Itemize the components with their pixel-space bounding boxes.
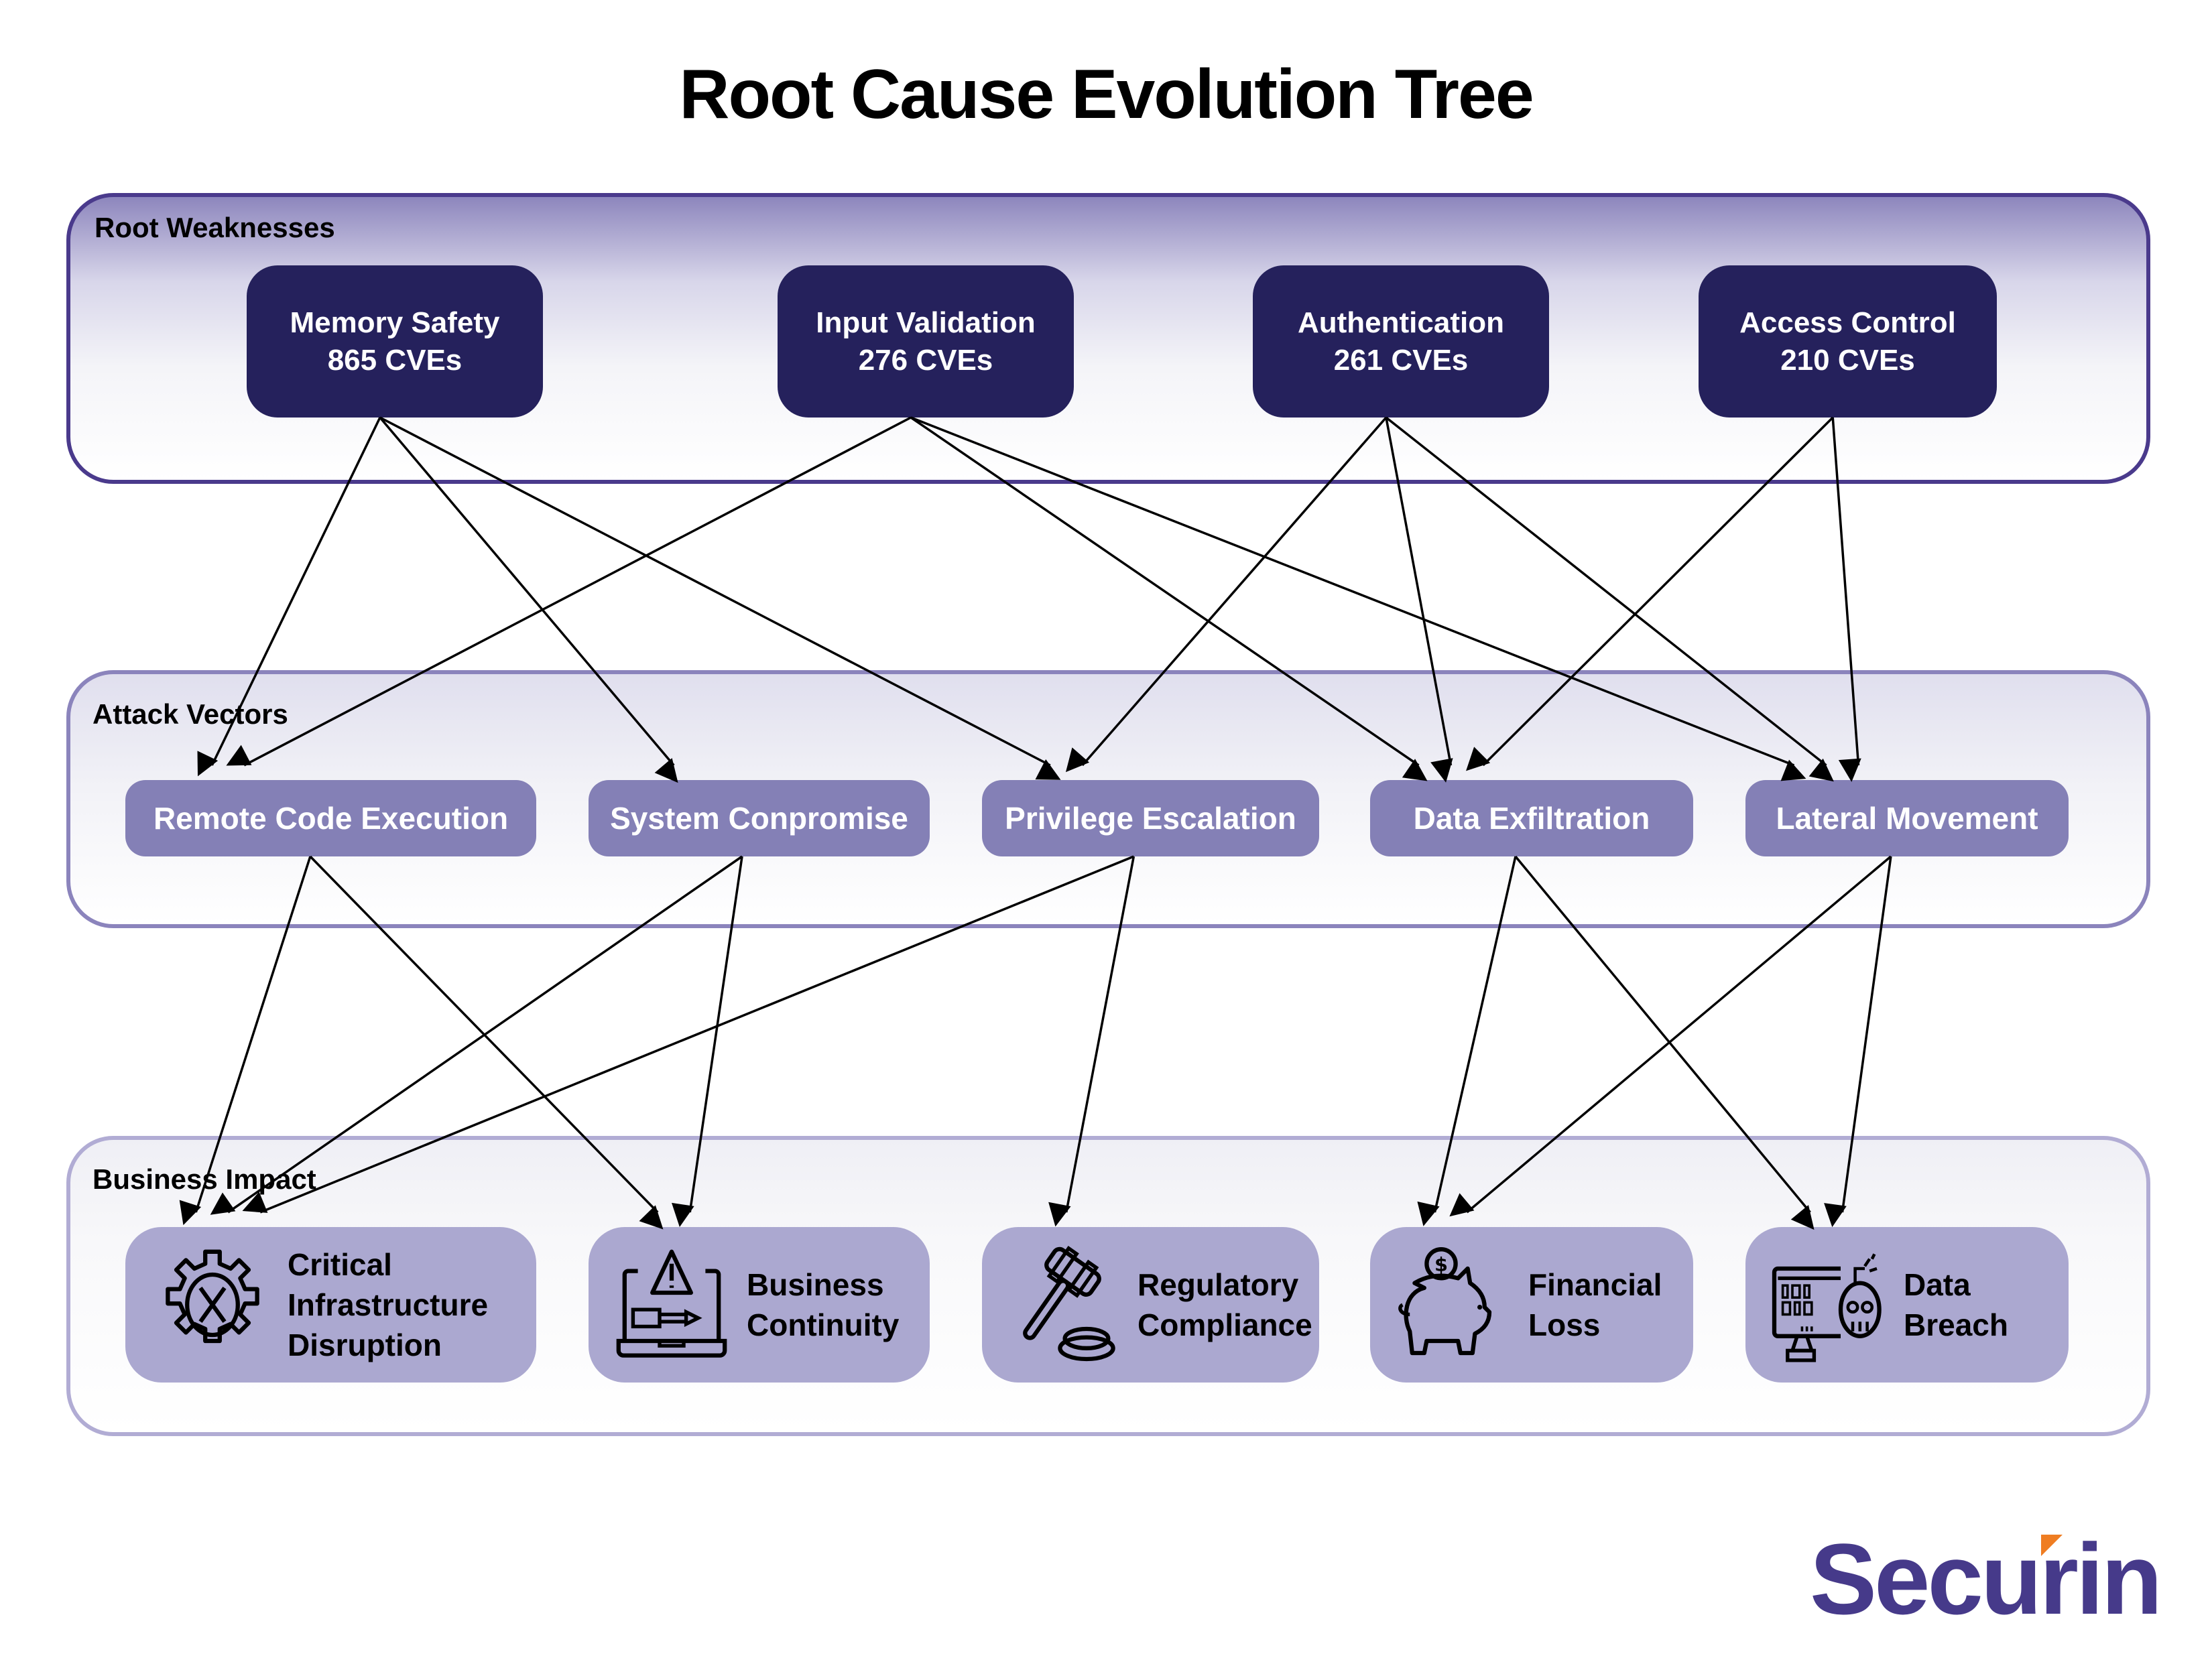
impact-label-line: Infrastructure bbox=[288, 1287, 489, 1322]
node-cve-count: 261 CVEs bbox=[1333, 343, 1469, 377]
node-name: Memory Safety bbox=[290, 306, 500, 339]
impact-label-line: Loss bbox=[1528, 1307, 1601, 1342]
gavel-icon bbox=[1023, 1246, 1115, 1362]
impact-node-critical-infrastructure-disruption[interactable]: Critical Infrastructure Disruption bbox=[125, 1227, 536, 1383]
root-node-access-control[interactable]: Access Control 210 CVEs bbox=[1699, 265, 1997, 418]
impact-node-data-breach[interactable]: Data Breach bbox=[1745, 1227, 2069, 1383]
attack-node-privilege-escalation[interactable]: Privilege Escalation bbox=[982, 780, 1319, 856]
laptop-warning-icon bbox=[616, 1249, 727, 1358]
gear-x-icon bbox=[166, 1249, 259, 1344]
root-weaknesses-label: Root Weaknesses bbox=[95, 212, 335, 243]
node-name: Access Control bbox=[1739, 306, 1956, 339]
business-impact-label: Business Impact bbox=[93, 1163, 316, 1195]
monitor-skull-icon bbox=[1772, 1253, 1882, 1362]
impact-label-line: Disruption bbox=[288, 1328, 442, 1362]
impact-label-line: Breach bbox=[1904, 1307, 2008, 1342]
impact-label-line: Compliance bbox=[1138, 1307, 1312, 1342]
logo-text-accent: r bbox=[2039, 1523, 2079, 1635]
impact-label-line: Regulatory bbox=[1138, 1267, 1299, 1302]
attack-node-remote-code-execution[interactable]: Remote Code Execution bbox=[125, 780, 536, 856]
impact-label-line: Critical bbox=[288, 1247, 392, 1282]
node-name: Authentication bbox=[1298, 306, 1504, 339]
impact-node-business-continuity[interactable]: Business Continuity bbox=[589, 1227, 930, 1383]
node-cve-count: 210 CVEs bbox=[1780, 343, 1915, 377]
attack-vectors-label: Attack Vectors bbox=[93, 698, 288, 730]
logo-text-start: Secu bbox=[1810, 1523, 2042, 1635]
impact-label-line: Data bbox=[1904, 1267, 1971, 1302]
piggy-bank-icon: $ bbox=[1398, 1247, 1492, 1356]
root-node-authentication[interactable]: Authentication 261 CVEs bbox=[1253, 265, 1549, 418]
impact-label-line: Continuity bbox=[747, 1307, 900, 1342]
node-cve-count: 276 CVEs bbox=[858, 343, 993, 377]
root-node-input-validation[interactable]: Input Validation 276 CVEs bbox=[778, 265, 1074, 418]
impact-label-line: Business bbox=[747, 1267, 884, 1302]
impact-node-financial-loss[interactable]: $ Financial Loss bbox=[1370, 1227, 1693, 1383]
root-node-memory-safety[interactable]: Memory Safety 865 CVEs bbox=[247, 265, 543, 418]
attack-node-data-exfiltration[interactable]: Data Exfiltration bbox=[1370, 780, 1693, 856]
attack-node-system-compromise[interactable]: System Conpromise bbox=[589, 780, 930, 856]
attack-node-lateral-movement[interactable]: Lateral Movement bbox=[1745, 780, 2069, 856]
node-name: Privilege Escalation bbox=[1005, 801, 1296, 836]
svg-text:$: $ bbox=[1434, 1253, 1448, 1276]
impact-node-regulatory-compliance[interactable]: Regulatory Compliance bbox=[982, 1227, 1319, 1383]
node-name: Input Validation bbox=[816, 306, 1036, 339]
node-name: Remote Code Execution bbox=[153, 801, 509, 836]
node-name: Data Exfiltration bbox=[1413, 801, 1650, 836]
diagram-title: Root Cause Evolution Tree bbox=[679, 56, 1534, 133]
node-cve-count: 865 CVEs bbox=[327, 343, 463, 377]
impact-label-line: Financial bbox=[1528, 1267, 1662, 1302]
logo-text-end: in bbox=[2075, 1523, 2162, 1635]
node-name: Lateral Movement bbox=[1776, 801, 2038, 836]
node-name: System Conpromise bbox=[610, 801, 908, 836]
securin-logo: Securin bbox=[1810, 1521, 2162, 1637]
